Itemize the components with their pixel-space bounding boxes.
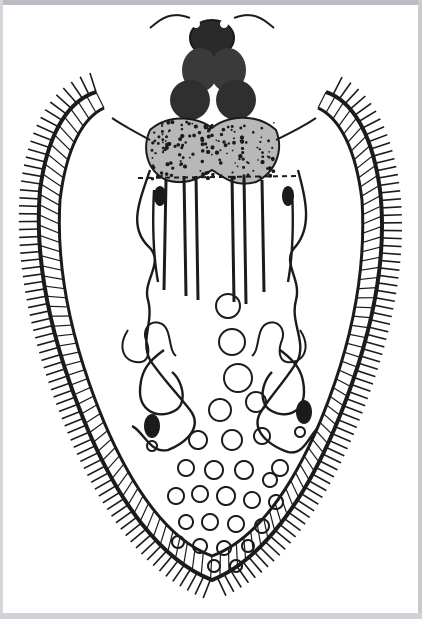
yolk-globule [192,486,208,502]
retractor-muscles [164,176,264,304]
loop-clusters [122,322,305,362]
yolk-globule [219,329,245,355]
yolk-globule [222,430,242,450]
yolk-globule [189,431,207,449]
yolk-globule [209,399,231,421]
yolk-globule [228,516,244,532]
yolk-globule [235,461,253,479]
yolk-globules [168,294,288,572]
yolk-globule [263,473,277,487]
yolk-globule [208,560,220,572]
yolk-globule [216,294,240,318]
apical-organ [150,15,274,120]
yolk-globule [178,460,194,476]
yolk-globule [168,488,184,504]
inner-body-wall [59,108,362,556]
yolk-globule [217,487,235,505]
yolk-globule [244,492,260,508]
yolk-globule [202,514,218,530]
yolk-globule [224,364,252,392]
yolk-globule [179,515,193,529]
yolk-globule [205,461,223,479]
